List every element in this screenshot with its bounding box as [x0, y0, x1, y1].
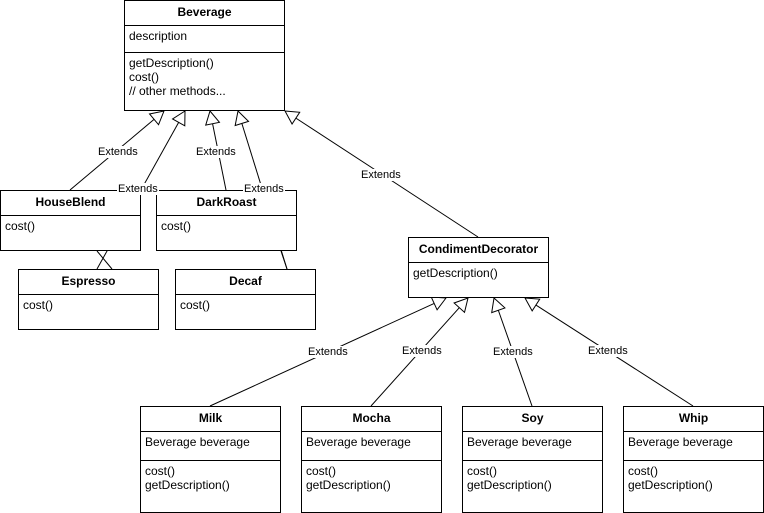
attributes-section: Beverage beverage: [463, 432, 602, 460]
class-name: Espresso: [19, 270, 158, 295]
class-decaf[interactable]: Decaf cost(): [175, 269, 316, 330]
method: getDescription(): [628, 478, 713, 492]
generalization-arrowhead: [524, 297, 541, 312]
method: cost(): [628, 464, 658, 478]
class-name: Mocha: [302, 407, 441, 432]
generalization-arrowhead: [491, 297, 506, 314]
class-darkroast[interactable]: DarkRoast cost(): [156, 190, 297, 251]
attributes-section: Beverage beverage: [624, 432, 763, 460]
method: getDescription(): [145, 478, 230, 492]
edge-label-mocha: Extends: [401, 345, 443, 357]
attribute: Beverage beverage: [145, 435, 250, 449]
class-mocha[interactable]: Mocha Beverage beverage cost() getDescri…: [301, 406, 442, 513]
attribute: Beverage beverage: [306, 435, 411, 449]
methods-section: cost() getDescription(): [302, 460, 441, 495]
methods-section: cost(): [19, 295, 158, 315]
edge-label-espresso: Extends: [117, 183, 159, 195]
edge-label-condimentdecorator: Extends: [360, 169, 402, 181]
methods-section: cost(): [1, 216, 140, 236]
methods-section: cost(): [176, 295, 315, 315]
attribute: description: [129, 29, 188, 43]
class-condimentdecorator[interactable]: CondimentDecorator getDescription(): [408, 237, 549, 298]
generalization-arrowhead: [453, 297, 469, 314]
method: getDescription(): [306, 478, 391, 492]
generalization-arrowhead: [234, 109, 250, 127]
methods-section: cost() getDescription(): [624, 460, 763, 495]
method: cost(): [23, 298, 53, 312]
edge-label-soy: Extends: [492, 346, 534, 358]
generalization-arrowhead: [284, 110, 301, 125]
method: getDescription(): [129, 56, 214, 70]
method: cost(): [5, 219, 35, 233]
class-milk[interactable]: Milk Beverage beverage cost() getDescrip…: [140, 406, 281, 513]
method: cost(): [129, 70, 159, 84]
generalization-arrowhead: [148, 110, 165, 126]
generalization-arrowhead: [171, 110, 186, 127]
class-espresso[interactable]: Espresso cost(): [18, 269, 159, 330]
methods-section: cost() getDescription(): [141, 460, 280, 495]
extends-line-soy: [497, 310, 533, 407]
method: // other methods...: [129, 84, 226, 98]
class-soy[interactable]: Soy Beverage beverage cost() getDescript…: [462, 406, 603, 513]
class-name: Beverage: [125, 1, 284, 26]
attributes-section: Beverage beverage: [141, 432, 280, 460]
class-name: Soy: [463, 407, 602, 432]
attributes-section: description: [125, 26, 284, 52]
method: cost(): [161, 219, 191, 233]
class-houseblend[interactable]: HouseBlend cost(): [0, 190, 141, 251]
method: cost(): [145, 464, 175, 478]
methods-section: getDescription() cost() // other methods…: [125, 52, 284, 101]
generalization-arrowhead: [204, 109, 221, 126]
attribute: Beverage beverage: [467, 435, 572, 449]
edge-label-darkroast: Extends: [195, 146, 237, 158]
edge-label-milk: Extends: [307, 346, 349, 358]
class-name: Decaf: [176, 270, 315, 295]
method: cost(): [180, 298, 210, 312]
method: cost(): [306, 464, 336, 478]
class-name: DarkRoast: [157, 191, 296, 216]
edge-label-decaf: Extends: [243, 183, 285, 195]
method: getDescription(): [413, 266, 498, 280]
attributes-section: Beverage beverage: [302, 432, 441, 460]
method: cost(): [467, 464, 497, 478]
class-name: HouseBlend: [1, 191, 140, 216]
connector-line-decaf: [280, 250, 288, 270]
class-name: Milk: [141, 407, 280, 432]
edge-label-whip: Extends: [587, 345, 629, 357]
methods-section: cost() getDescription(): [463, 460, 602, 495]
class-name: Whip: [624, 407, 763, 432]
edge-label-houseblend: Extends: [97, 146, 139, 158]
methods-section: cost(): [157, 216, 296, 236]
class-beverage[interactable]: Beverage description getDescription() co…: [124, 0, 285, 111]
method: getDescription(): [467, 478, 552, 492]
connector-line-espresso: [96, 250, 113, 270]
attribute: Beverage beverage: [628, 435, 733, 449]
class-whip[interactable]: Whip Beverage beverage cost() getDescrip…: [623, 406, 764, 513]
methods-section: getDescription(): [409, 263, 548, 283]
class-name: CondimentDecorator: [409, 238, 548, 263]
